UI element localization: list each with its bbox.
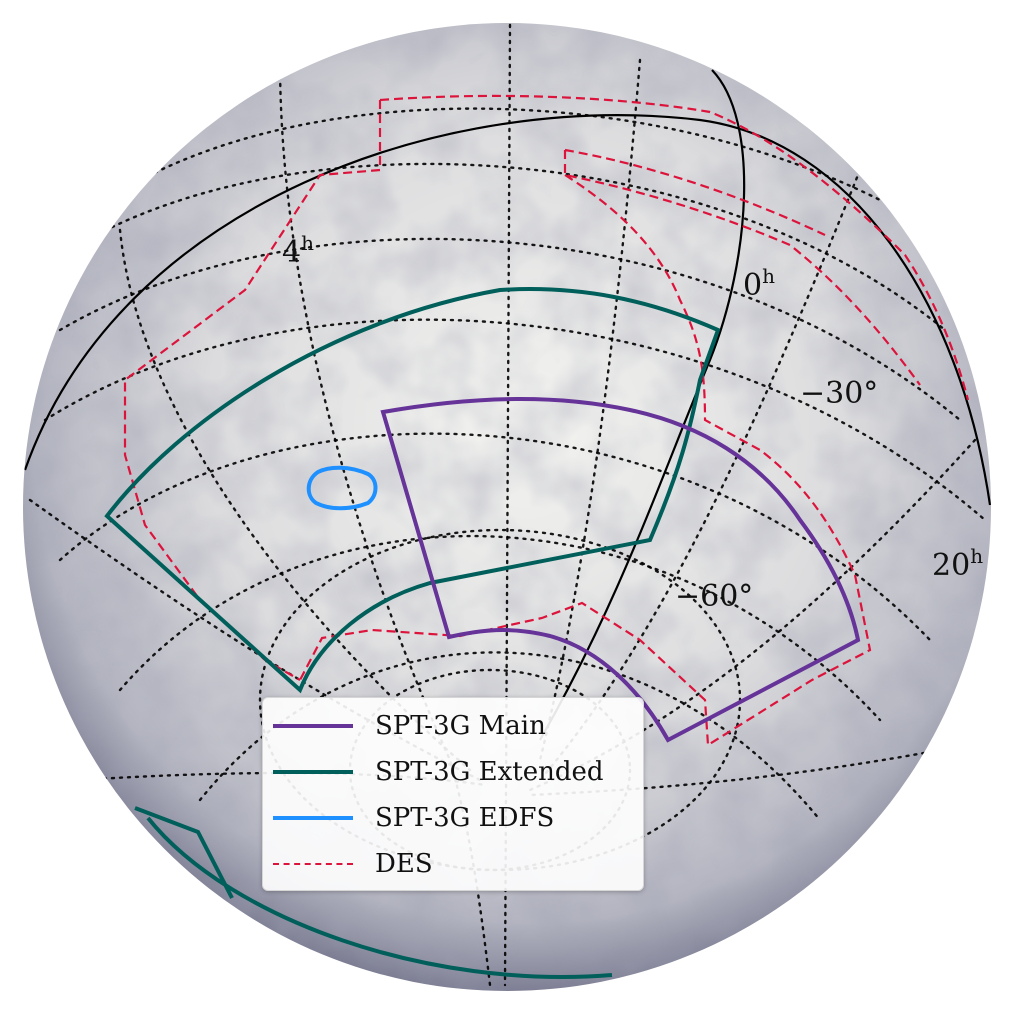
ra-label-20h: 20h bbox=[932, 544, 983, 583]
legend-swatch-des bbox=[273, 863, 353, 865]
legend-item-extended: SPT-3G Extended bbox=[273, 752, 604, 792]
spt3g-edfs-outline bbox=[306, 465, 378, 511]
legend-label-edfs: SPT-3G EDFS bbox=[375, 803, 555, 833]
ra-label-0h: 0h bbox=[743, 264, 775, 303]
galactic-plane-line bbox=[23, 114, 991, 506]
spt3g-main-outline bbox=[380, 397, 861, 743]
spt3g-extended-lower-arc bbox=[134, 806, 613, 980]
legend-swatch-extended bbox=[273, 770, 353, 774]
legend-label-extended: SPT-3G Extended bbox=[375, 757, 604, 787]
legend-label-main: SPT-3G Main bbox=[375, 711, 546, 741]
dec-label-minus60: −60° bbox=[675, 579, 753, 614]
des-footprint bbox=[123, 94, 970, 747]
legend-label-des: DES bbox=[375, 849, 433, 879]
legend-swatch-edfs bbox=[273, 816, 353, 820]
ra-0h-meridian bbox=[539, 69, 746, 741]
spt3g-extended-outline bbox=[104, 287, 721, 694]
dec-label-minus30: −30° bbox=[800, 376, 878, 411]
ra-label-4h: 4h bbox=[282, 231, 314, 270]
legend-swatch-main bbox=[273, 724, 353, 728]
legend-item-edfs: SPT-3G EDFS bbox=[273, 798, 554, 838]
legend-item-main: SPT-3G Main bbox=[273, 706, 546, 746]
legend-item-des: DES bbox=[273, 844, 433, 884]
legend: SPT-3G Main SPT-3G Extended SPT-3G EDFS … bbox=[262, 697, 644, 891]
